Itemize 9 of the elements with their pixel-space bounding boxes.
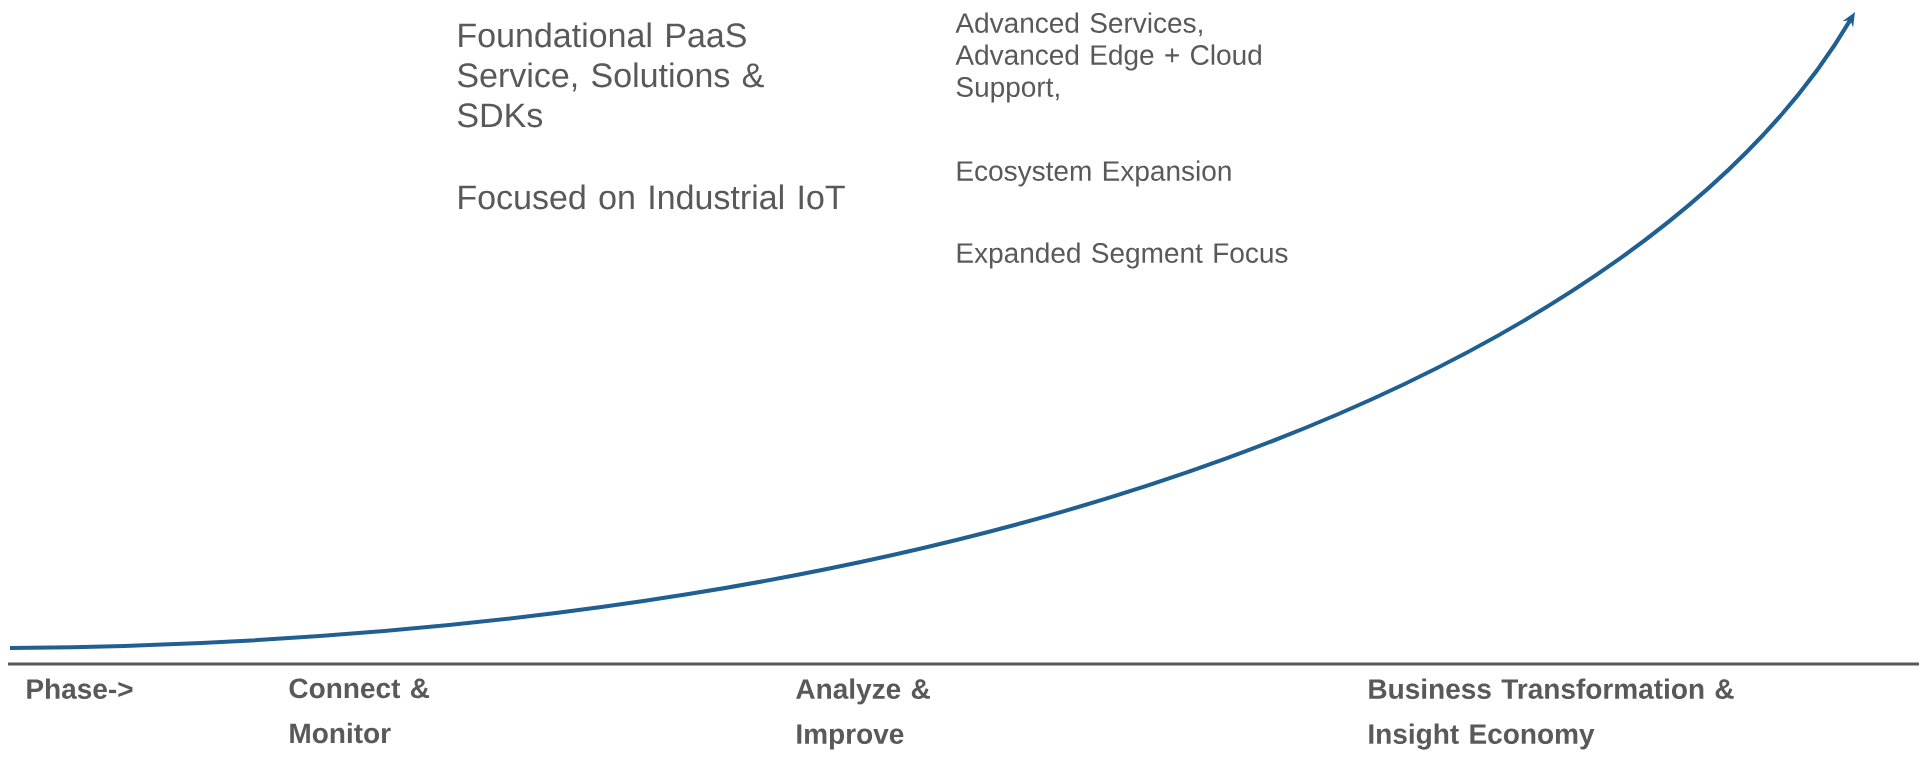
phase-label: Connect & Monitor xyxy=(289,678,430,744)
feature-text: Ecosystem Expansion xyxy=(957,160,1231,187)
phase-label: Business Transformation & Insight Economy xyxy=(1369,678,1734,750)
feature-text: Advanced Services, Advanced Edge + Cloud Support, xyxy=(955,12,1261,103)
phase-label: Analyze & Improve xyxy=(796,678,930,750)
feature-text: Expanded Segment Focus xyxy=(957,242,1288,269)
feature-text: Focused on Industrial IoT xyxy=(459,184,845,210)
phase-label: Phase-> xyxy=(27,678,133,699)
feature-text: Foundational PaaS Service, Solutions & SDKs xyxy=(457,22,764,128)
